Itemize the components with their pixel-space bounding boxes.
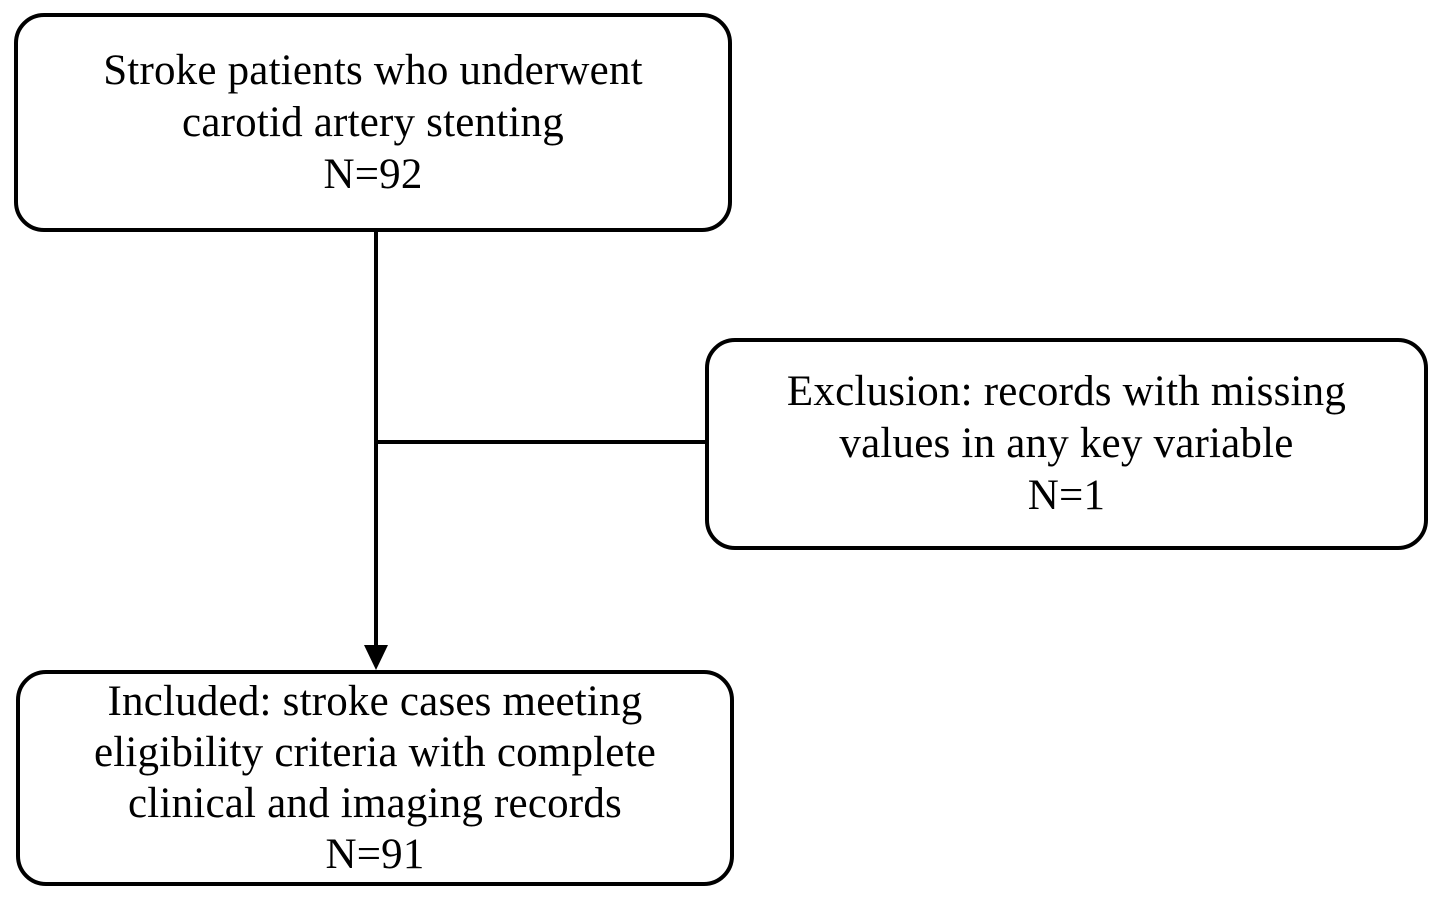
box-initial-population-text: Stroke patients who underwent carotid ar… xyxy=(103,46,643,198)
box-included: Included: stroke cases meeting eligibili… xyxy=(16,670,734,886)
box-initial-population: Stroke patients who underwent carotid ar… xyxy=(14,13,732,232)
box-included-text: Included: stroke cases meeting eligibili… xyxy=(93,678,657,878)
connector-horizontal-branch-line xyxy=(375,440,706,444)
box-exclusion-text: Exclusion: records with missing values i… xyxy=(786,368,1347,519)
box-exclusion: Exclusion: records with missing values i… xyxy=(705,338,1428,550)
arrowhead-down-icon xyxy=(364,645,388,670)
